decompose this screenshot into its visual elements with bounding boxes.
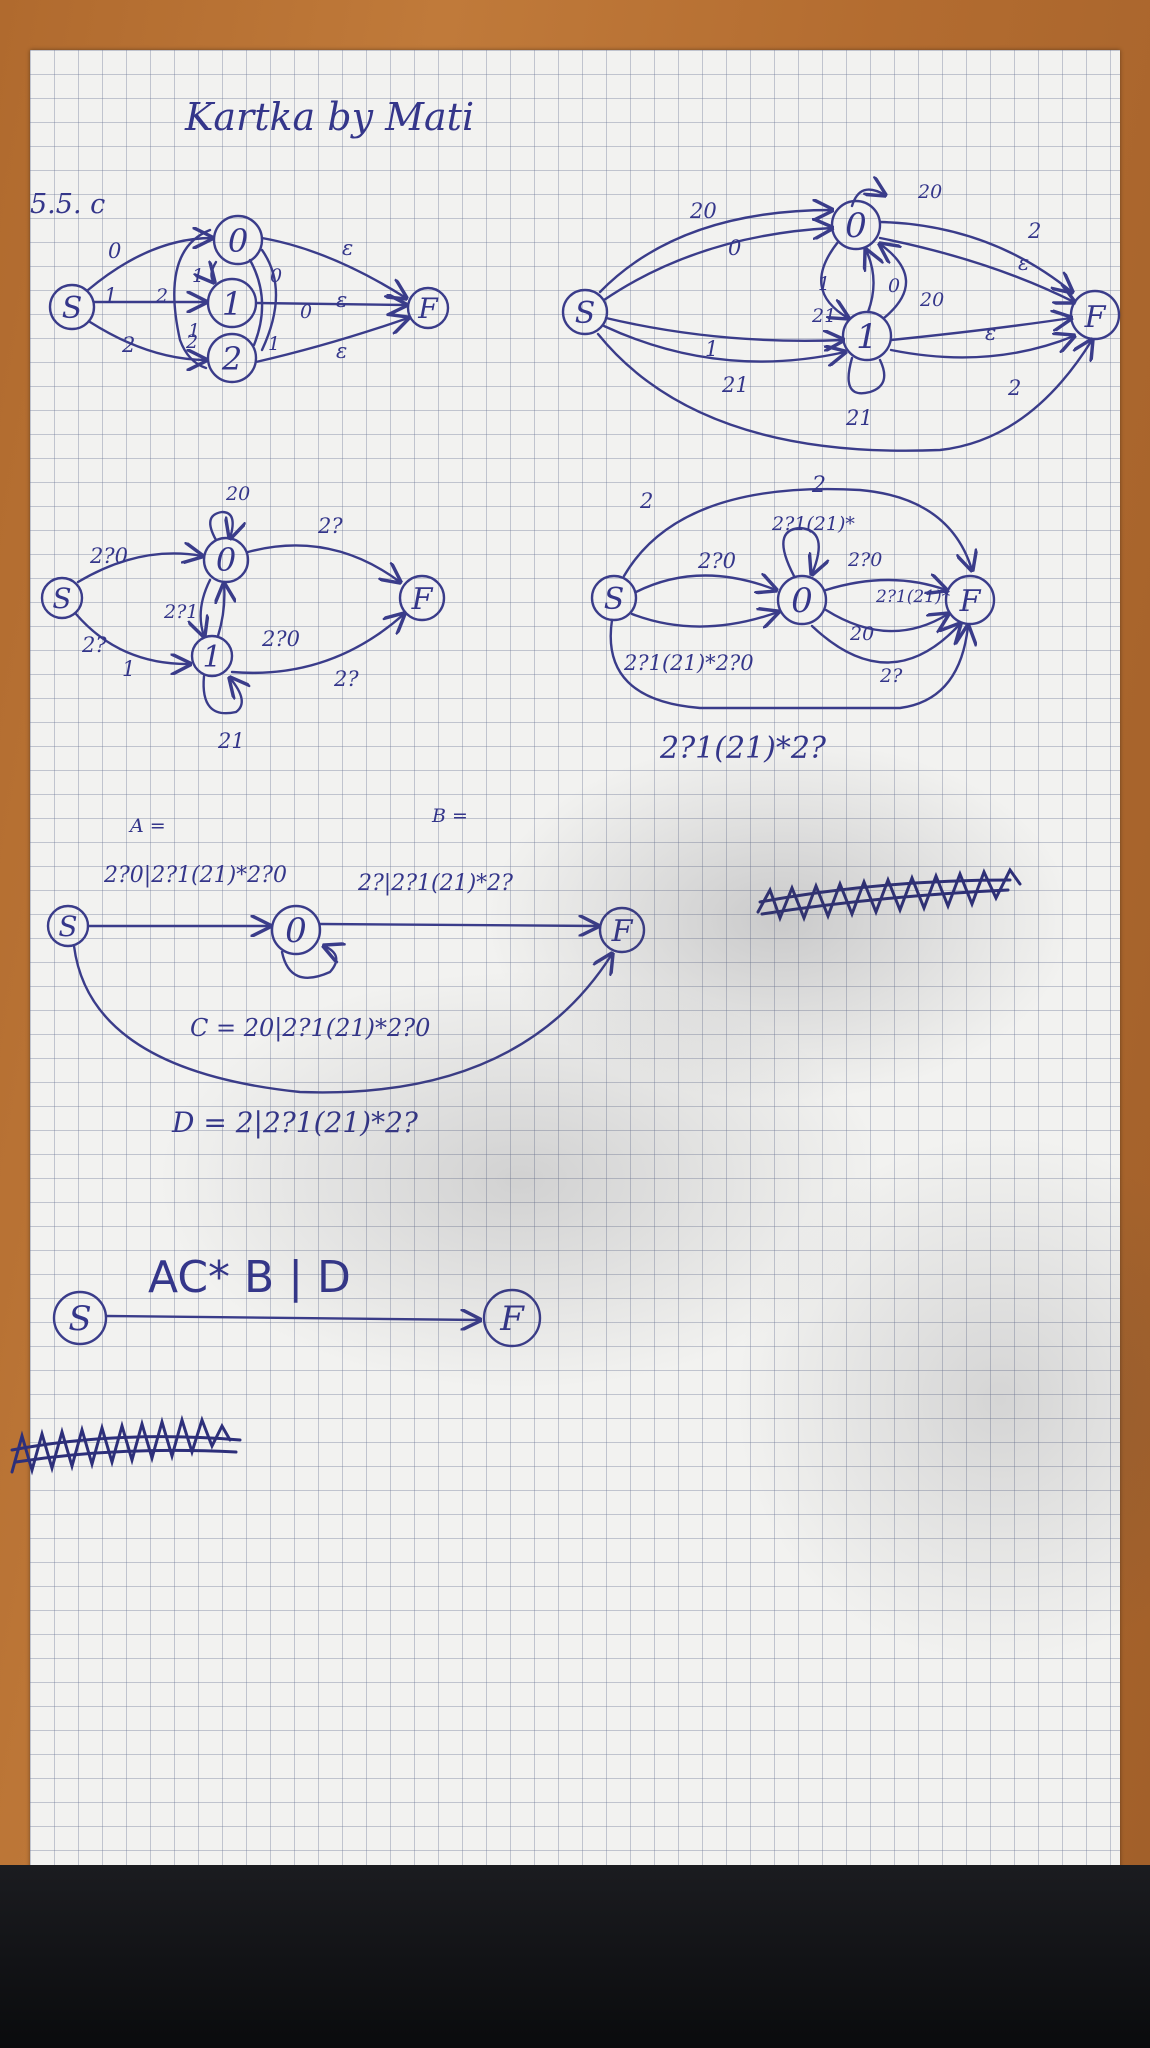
d2-label-9: 1: [705, 337, 718, 361]
d2-label-13: 21: [845, 406, 873, 430]
d4-label-1: 2: [639, 489, 653, 513]
d2-label-7: 20: [919, 289, 944, 311]
state-s-label: S: [58, 910, 77, 943]
state-s-label: S: [604, 582, 625, 617]
d2-label-1: 20: [689, 199, 717, 223]
d2-label-3: 2: [1027, 219, 1041, 243]
label-a: 2?0|2?1(21)*2?0: [103, 863, 287, 888]
final-expression: AC* B | D: [148, 1252, 351, 1303]
d1-label-13: 0: [300, 301, 312, 323]
state-f-label: F: [959, 584, 982, 619]
d2-label-10: ε: [985, 321, 996, 345]
label-b: 2?|2?1(21)*2?: [357, 871, 513, 896]
d1-label-10: ε: [342, 236, 353, 260]
d3-label-6: 2?: [81, 633, 107, 657]
d1-label-8: 0: [270, 265, 282, 287]
d4-bottom-expression: 2?1(21)*2?: [659, 731, 827, 766]
d1-label-1: 0: [108, 239, 121, 263]
state-1-label: 1: [856, 317, 878, 357]
state-f-label: F: [411, 582, 434, 617]
d2-label-8: 21: [811, 305, 836, 327]
state-f-label: F: [1084, 300, 1107, 335]
automaton-diagram-4: S 0 F 2 2?1(21)* 2?0 2?0 2?1(21)* 20 2? …: [590, 473, 996, 766]
scribbled-out-text-2: [10, 1414, 242, 1476]
d4-label-6: 20: [849, 623, 874, 645]
d4-label-7: 2?: [879, 665, 903, 687]
d1-label-11: ε: [336, 288, 347, 312]
state-s-node: [561, 288, 609, 336]
d1-label-6: 1: [188, 320, 200, 342]
state-f-label: F: [417, 292, 439, 325]
state-s-node: [40, 576, 84, 620]
final-automaton: S F AC* B | D: [52, 1252, 542, 1348]
def-b: B =: [431, 805, 468, 827]
state-0-label: 0: [791, 581, 813, 621]
d4-label-5: 2?1(21)*: [875, 587, 951, 607]
d4-top-label: 2: [811, 473, 826, 498]
automaton-diagram-3: S 0 1 F 20 2? 2?0 2?1 2?0 2? 1 2? 21: [40, 483, 446, 753]
state-f-node: [482, 1288, 542, 1348]
state-1-label: 1: [202, 640, 221, 675]
d3-label-1: 20: [225, 483, 250, 505]
state-f-label: F: [499, 1299, 525, 1339]
d4-label-4: 2?0: [847, 549, 882, 571]
d3-label-2: 2?: [317, 514, 343, 538]
dark-surface: [0, 1865, 1150, 2048]
state-s-label: S: [62, 291, 83, 326]
automaton-diagram-2: S 0 1 F 20 0 2 ε 1 0 20 21 1 ε 21 2 21 2…: [561, 181, 1121, 452]
def-a: A =: [128, 815, 166, 837]
d3-label-4: 2?1: [163, 601, 198, 623]
d2-label-12: 2: [1007, 376, 1021, 400]
state-2-label: 2: [221, 340, 242, 378]
d2-label-6: 0: [888, 275, 900, 297]
state-s-node: [52, 1290, 108, 1346]
state-f-label: F: [611, 914, 634, 949]
state-f-node: [398, 574, 446, 622]
label-d: D = 2|2?1(21)*2?: [171, 1106, 419, 1139]
d1-label-9: 1: [268, 333, 280, 355]
scribbled-out-text-1: [756, 867, 1022, 923]
d1-label-3: 2: [121, 333, 135, 357]
d1-label-2: 1: [104, 284, 117, 308]
d4-label-2: 2?1(21)*: [771, 513, 855, 535]
d2-label-2: 0: [728, 236, 741, 260]
d3-label-8: 2?: [333, 667, 359, 691]
d2-loop-label: 20: [917, 181, 942, 203]
state-s-node: [48, 283, 96, 331]
d2-label-5: 1: [818, 273, 830, 295]
state-s-node: [590, 574, 638, 622]
d4-label-3: 2?0: [697, 549, 736, 573]
state-0-label: 0: [845, 206, 867, 246]
state-0-label: 0: [285, 911, 307, 951]
label-c: C = 20|2?1(21)*2?0: [190, 1014, 430, 1043]
d3-label-5: 2?0: [261, 627, 300, 651]
state-s-label: S: [575, 296, 596, 331]
state-0-node: [776, 574, 828, 626]
exercise-label: 5.5. c: [30, 189, 105, 220]
state-0-label: 0: [216, 541, 236, 579]
automaton-diagram-1: S 0 1 2 F 0 1 2 1 2 1 2 0 1 ε ε ε 0: [48, 214, 450, 384]
state-s-label: S: [52, 582, 71, 615]
state-0-label: 0: [228, 222, 248, 260]
state-s-label: S: [68, 1299, 91, 1339]
d1-label-7: 2: [185, 331, 198, 353]
d1-label-5: 2: [155, 285, 168, 307]
d3-label-3: 2?0: [89, 544, 128, 568]
d1-label-12: ε: [336, 339, 347, 363]
d4-label-8: 2?1(21)*2?0: [623, 651, 754, 675]
d3-label-7: 1: [122, 657, 135, 681]
page-title: Kartka by Mati: [184, 95, 474, 139]
automaton-diagram-5: A = B = S 0 F 2?0|2?1(21)*2?0 2?|2?1(21)…: [46, 805, 646, 1139]
d3-label-9: 21: [217, 729, 245, 753]
state-1-label: 1: [222, 285, 242, 323]
d1-label-4: 1: [192, 265, 204, 287]
d2-label-11: 21: [721, 373, 749, 397]
d2-label-4: ε: [1018, 251, 1029, 275]
